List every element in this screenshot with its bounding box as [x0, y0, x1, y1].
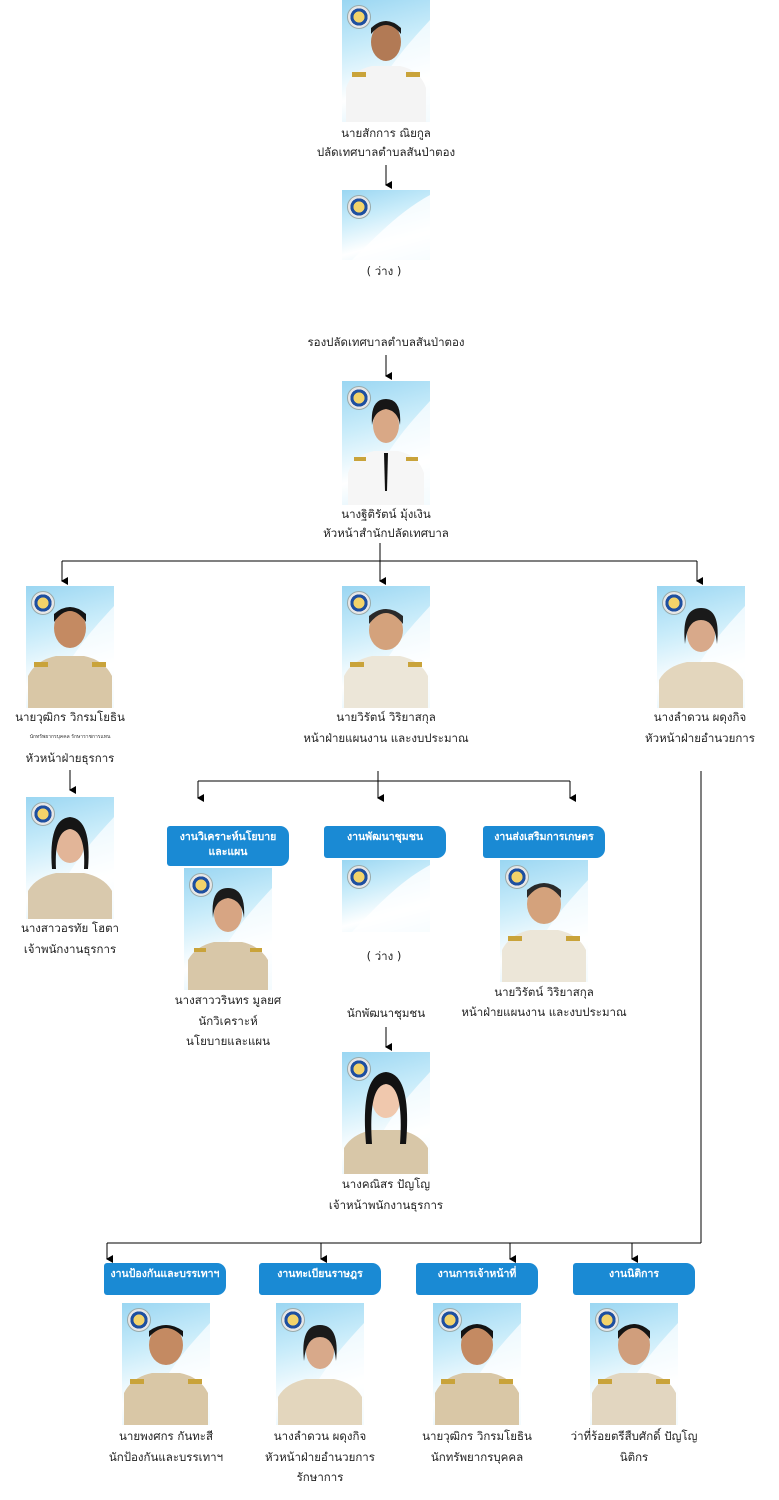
mid-head-title: หน้าฝ่ายแผนงาน และงบประมาณ	[303, 731, 469, 745]
photo-community-vacant	[342, 860, 430, 932]
policy-analyst-name: นางสาววรินทร มูลยศ	[174, 993, 282, 1007]
photo-office-head	[342, 381, 430, 505]
bottom-header-1: งานทะเบียนราษฎร	[259, 1263, 381, 1295]
top-official-name: นายสักการ ณิยกูล	[341, 126, 431, 140]
policy-analyst-title-1: นักวิเคราะห์	[198, 1014, 258, 1028]
photo-top-official	[342, 0, 430, 122]
office-head-name: นางฐิติรัตน์ มุ้งเงิน	[341, 507, 431, 521]
municipal-seal-icon	[347, 591, 371, 615]
left-staff-title: เจ้าพนักงานธุรการ	[23, 942, 117, 956]
person-portrait	[28, 607, 112, 708]
bottom-name-0: นายพงศกร กันทะสี	[119, 1429, 213, 1443]
left-head-acting-note: นักทรัพยากรบุคคล รักษาราชการแทน	[29, 734, 111, 740]
photo-left-head	[26, 586, 114, 708]
photo-policy-analyst	[184, 868, 272, 990]
municipal-seal-icon	[127, 1308, 151, 1332]
photo-clerk	[342, 1052, 430, 1174]
person-portrait	[435, 1324, 519, 1425]
bottom-header-0: งานป้องกันและบรรเทาฯ	[104, 1263, 226, 1295]
person-portrait	[592, 1324, 676, 1425]
left-head-title: หัวหน้าฝ่ายธุรการ	[25, 751, 115, 765]
right-head-name: นางลำดวน ผดุงกิจ	[653, 710, 747, 724]
municipal-seal-icon	[189, 873, 213, 897]
photo-left-staff	[26, 797, 114, 919]
bottom-title-3: นิติกร	[619, 1450, 649, 1464]
municipal-seal-icon	[347, 386, 371, 410]
municipal-seal-icon	[347, 865, 371, 889]
community-vacant-label: ( ว่าง )	[366, 949, 402, 963]
left-head-name: นายวุฒิกร วิกรมโยธิน	[15, 710, 125, 724]
policy-section-header: งานวิเคราะห์นโยบายและแผน	[167, 826, 289, 866]
municipal-seal-icon	[595, 1308, 619, 1332]
photo-mid-head	[342, 586, 430, 708]
person-portrait	[502, 883, 586, 982]
top-official-title: ปลัดเทศบาลตำบลสันป่าตอง	[316, 145, 456, 159]
municipal-seal-icon	[662, 591, 686, 615]
municipal-seal-icon	[281, 1308, 305, 1332]
municipal-seal-icon	[31, 802, 55, 826]
mid-head-name: นายวิรัตน์ วิริยาสกุล	[336, 710, 436, 724]
bottom-title2-1: รักษาการ	[296, 1470, 344, 1484]
photo-agri-head	[500, 860, 588, 982]
office-head-title: หัวหน้าสำนักปลัดเทศบาล	[323, 526, 449, 540]
photo-right-head	[657, 586, 745, 708]
bottom-header-2: งานการเจ้าหน้าที่	[416, 1263, 538, 1295]
municipal-seal-icon	[438, 1308, 462, 1332]
person-portrait	[344, 609, 428, 708]
bottom-title-0: นักป้องกันและบรรเทาฯ	[108, 1450, 224, 1464]
person-portrait	[124, 1325, 208, 1425]
agri-head-name: นายวิรัตน์ วิริยาสกุล	[494, 985, 594, 999]
municipal-seal-icon	[347, 195, 371, 219]
person-portrait	[659, 608, 743, 708]
photo-bottom-2	[433, 1303, 521, 1425]
municipal-seal-icon	[347, 5, 371, 29]
policy-analyst-title-2: นโยบายและแผน	[186, 1034, 270, 1048]
municipal-seal-icon	[31, 591, 55, 615]
left-staff-name: นางสาวอรทัย โฮตา	[20, 921, 120, 935]
photo-bottom-1	[276, 1303, 364, 1425]
municipal-seal-icon	[347, 1057, 371, 1081]
clerk-name: นางคณิสร ปัญโญ	[341, 1177, 431, 1191]
municipal-seal-icon	[505, 865, 529, 889]
bottom-title-1: หัวหน้าฝ่ายอำนวยการ	[265, 1450, 375, 1464]
deputy-position-label: รองปลัดเทศบาลตำบลสันป่าตอง	[307, 335, 465, 349]
bottom-name-1: นางลำดวน ผดุงกิจ	[273, 1429, 367, 1443]
deputy-vacant-label: ( ว่าง )	[366, 264, 402, 278]
bottom-header-3: งานนิติการ	[573, 1263, 695, 1295]
person-portrait	[28, 817, 112, 919]
agri-head-title: หน้าฝ่ายแผนงาน และงบประมาณ	[461, 1005, 627, 1019]
person-portrait	[278, 1325, 362, 1425]
agri-section-header: งานส่งเสริมการเกษตร	[483, 826, 605, 858]
community-section-header: งานพัฒนาชุมชน	[324, 826, 446, 858]
bottom-title-2: นักทรัพยากรบุคคล	[430, 1450, 524, 1464]
bottom-name-2: นายวุฒิกร วิกรมโยธิน	[422, 1429, 532, 1443]
photo-vacant-deputy	[342, 190, 430, 260]
community-position-label: นักพัฒนาชุมชน	[346, 1006, 426, 1020]
photo-bottom-0	[122, 1303, 210, 1425]
bottom-name-3: ว่าที่ร้อยตรีสืบศักดิ์ ปัญโญ	[570, 1429, 698, 1443]
clerk-title: เจ้าหน้าพนักงานธุรการ	[328, 1198, 444, 1212]
photo-bottom-3	[590, 1303, 678, 1425]
person-portrait	[346, 21, 426, 122]
person-portrait	[344, 1072, 428, 1174]
right-head-title: หัวหน้าฝ่ายอำนวยการ	[645, 731, 755, 745]
person-portrait	[348, 399, 424, 505]
person-portrait	[188, 888, 268, 990]
